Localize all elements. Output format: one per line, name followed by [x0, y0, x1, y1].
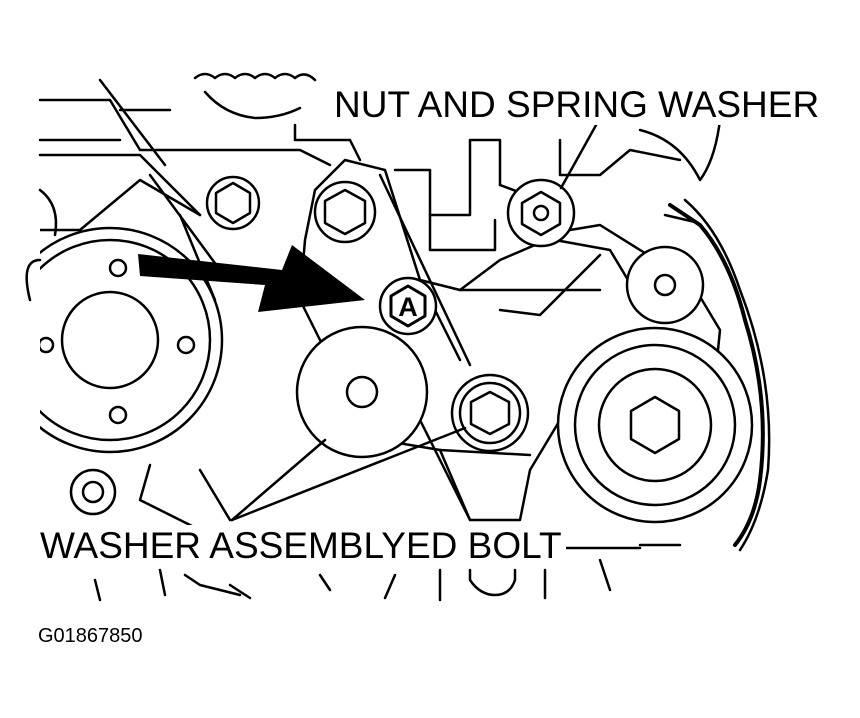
- washer-assembled-bolt: [450, 373, 530, 453]
- leader-lines: [230, 116, 642, 550]
- bracket-pivot-boss: [625, 245, 705, 325]
- label-washer-assembled-bolt: WASHER ASSEMBLYED BOLT: [36, 525, 566, 566]
- figure-id: G01867850: [38, 625, 143, 647]
- hex-bolt-upper-middle: [313, 180, 377, 244]
- marker-a-letter: A: [398, 292, 418, 322]
- label-nut-and-spring-washer: NUT AND SPRING WASHER: [330, 84, 824, 125]
- pointer-arrow: [138, 245, 365, 312]
- lower-engine-block: [93, 463, 682, 602]
- drive-belt: [663, 198, 771, 552]
- marker-a: A: [378, 276, 438, 336]
- hex-bolt-upper-left: [205, 175, 261, 231]
- tensioner-pulley: [556, 326, 754, 524]
- stud-bolt-lower-left: [69, 468, 117, 516]
- timing-belt-gear: [193, 72, 317, 120]
- nut-and-spring-washer: [506, 178, 576, 248]
- idler-pulley: [295, 325, 429, 459]
- water-pump-pulley: [0, 220, 224, 500]
- upper-bracket-plate: [293, 118, 722, 252]
